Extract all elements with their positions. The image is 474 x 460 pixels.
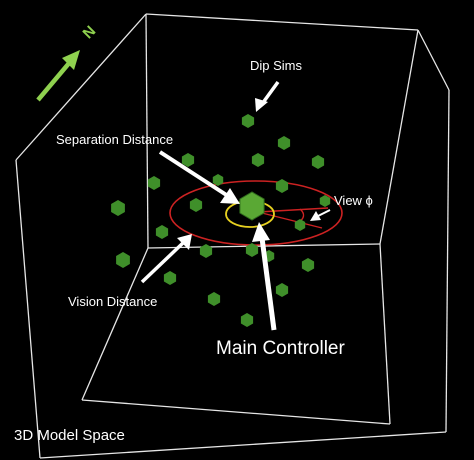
agent-hexagon bbox=[207, 292, 221, 306]
view-angle-line bbox=[257, 211, 323, 229]
agent-hexagon bbox=[245, 243, 259, 257]
box-edge bbox=[15, 13, 147, 161]
view-phi-label: View ϕ bbox=[334, 193, 373, 208]
vision-distance-label: Vision Distance bbox=[68, 294, 158, 309]
agent-hexagon bbox=[155, 225, 169, 239]
agent-hexagon bbox=[163, 271, 177, 285]
vision-distance-ring bbox=[169, 180, 343, 246]
box-edge bbox=[445, 89, 450, 433]
box-edge bbox=[379, 243, 391, 425]
agent-hexagon bbox=[240, 313, 254, 327]
annotation-arrows bbox=[140, 80, 331, 331]
vision-distance-arrowhead bbox=[177, 234, 192, 250]
agent-hexagon bbox=[275, 283, 289, 297]
north-arrow-shaft bbox=[36, 60, 72, 102]
agent-hexagon bbox=[251, 153, 265, 167]
model-space-label: 3D Model Space bbox=[14, 427, 125, 444]
view-phi-arrow bbox=[317, 209, 331, 217]
main-controller-arrowhead bbox=[252, 222, 270, 242]
north-compass bbox=[36, 50, 80, 102]
view-phi-arrowhead bbox=[310, 211, 321, 221]
model-space-box bbox=[15, 13, 450, 459]
agent-hexagon bbox=[319, 195, 331, 207]
main-controller-agent bbox=[239, 191, 265, 221]
view-angle-line bbox=[257, 207, 329, 213]
agent-hexagon bbox=[294, 219, 306, 231]
dip-sim-agents bbox=[111, 114, 331, 327]
agent-hexagon bbox=[189, 198, 203, 212]
dip-sims-arrowhead bbox=[255, 98, 268, 112]
agent-hexagon bbox=[212, 174, 224, 186]
north-arrowhead bbox=[62, 50, 80, 70]
box-edge bbox=[81, 399, 391, 425]
main-controller-arrow bbox=[259, 237, 277, 331]
agent-hexagon bbox=[116, 252, 130, 268]
box-edge bbox=[145, 13, 149, 249]
agent-hexagon bbox=[181, 153, 195, 167]
agent-hexagon bbox=[111, 200, 125, 216]
vision-distance-arrow bbox=[140, 240, 186, 284]
agent-hexagon bbox=[199, 244, 213, 258]
agent-hexagon bbox=[147, 176, 161, 190]
box-edge bbox=[81, 247, 149, 401]
separation-distance-arrowhead bbox=[220, 188, 240, 204]
separation-distance-arrow bbox=[158, 150, 230, 198]
agent-hexagon bbox=[311, 155, 325, 169]
agent-hexagon bbox=[301, 258, 315, 272]
dip-sims-label: Dip Sims bbox=[250, 58, 303, 73]
main-controller-label: Main Controller bbox=[216, 338, 345, 359]
box-edge bbox=[15, 159, 41, 459]
separation-distance-label: Separation Distance bbox=[56, 132, 174, 147]
dip-sims-arrow bbox=[260, 80, 280, 106]
box-edge bbox=[39, 431, 447, 459]
box-edge bbox=[379, 29, 419, 245]
box-edge bbox=[145, 13, 419, 31]
agent-hexagon bbox=[277, 136, 291, 150]
agent-hexagon bbox=[275, 179, 289, 193]
box-edge bbox=[417, 29, 450, 91]
agent-hexagon bbox=[241, 114, 255, 128]
